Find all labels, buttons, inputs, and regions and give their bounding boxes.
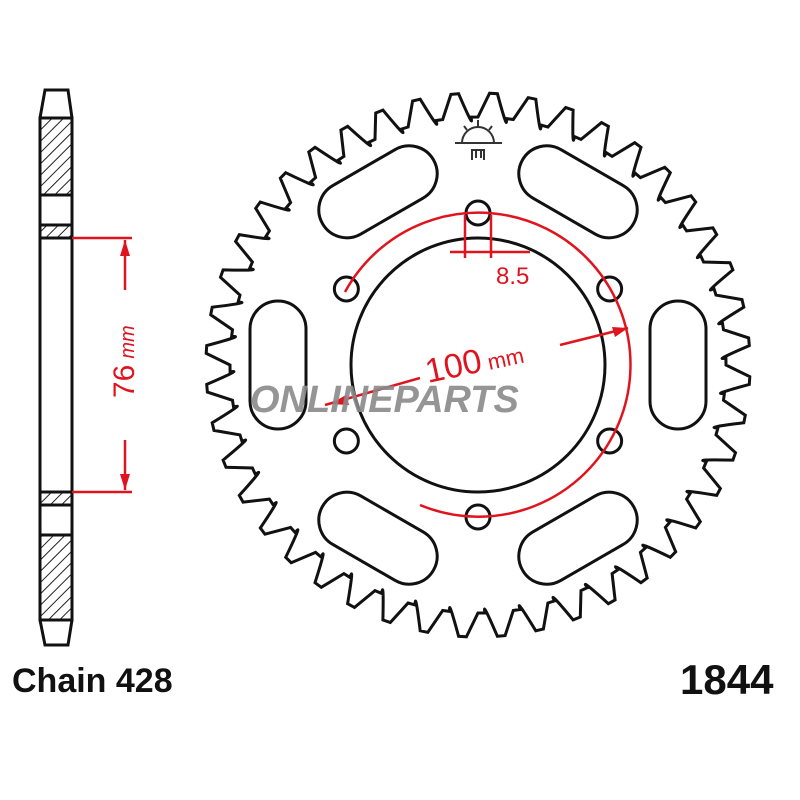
- chain-label: Chain 428: [12, 662, 173, 700]
- logo-mark: [455, 120, 502, 160]
- lightening-slots: [248, 144, 708, 586]
- lightening-slot: [517, 490, 639, 586]
- lightening-slot: [648, 299, 708, 431]
- center-bore: [349, 236, 607, 494]
- part-number: 1844: [680, 656, 774, 703]
- lightening-slot: [517, 144, 639, 240]
- bolt-hole-label: 8.5: [496, 263, 529, 290]
- lightening-slot: [248, 299, 308, 431]
- offset-dimension: [72, 236, 132, 494]
- lightening-slot: [317, 144, 439, 240]
- sprocket-outline: [204, 91, 752, 639]
- offset-label: 76mm: [108, 325, 141, 398]
- bolt-circle-dimension: [324, 211, 632, 518]
- lightening-slot: [317, 490, 439, 586]
- side-profile: [38, 88, 74, 647]
- watermark: ONLINEPARTS: [250, 379, 519, 421]
- bolt-hole: [332, 427, 360, 455]
